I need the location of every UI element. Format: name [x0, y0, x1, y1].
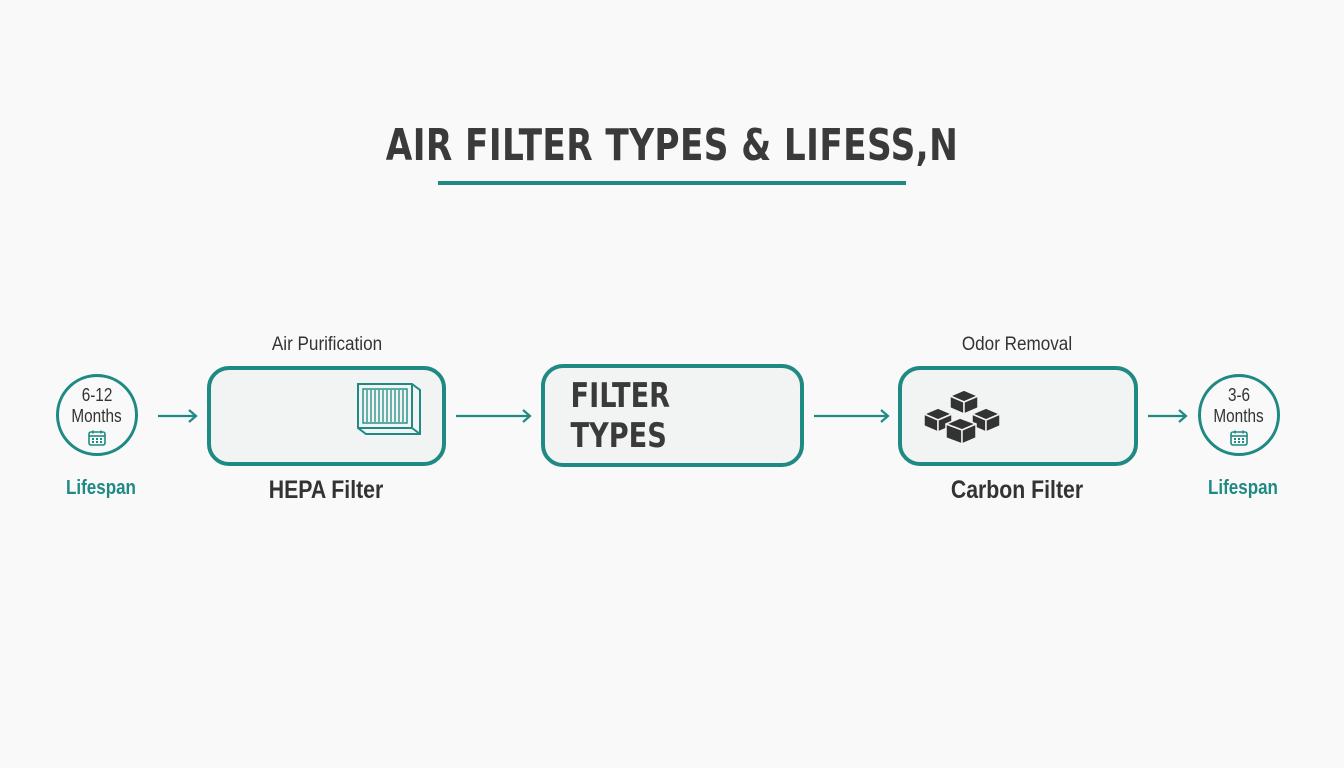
- page-title: AIR FILTER TYPES & LIFESS,N: [385, 120, 959, 171]
- lifespan-circle-left: 6-12 Months: [56, 374, 138, 456]
- flow-arrow-1: [158, 409, 198, 423]
- title-underline: [438, 181, 906, 185]
- carbon-filter-box: [898, 366, 1138, 466]
- lifespan-value-right: 3-6: [1227, 384, 1251, 405]
- lifespan-label-left: Lifespan: [66, 477, 136, 499]
- filter-types-box: FILTER TYPES: [541, 364, 804, 467]
- carbon-blocks-icon: [923, 389, 1001, 445]
- calendar-icon: [88, 430, 106, 446]
- hepa-filter-label: HEPA Filter: [268, 476, 384, 504]
- hepa-caption: Air Purification: [271, 334, 383, 355]
- lifespan-unit-right: Months: [1213, 405, 1265, 426]
- lifespan-value-left: 6-12: [81, 384, 113, 405]
- hepa-filter-box: [207, 366, 446, 466]
- carbon-filter-label: Carbon Filter: [950, 476, 1084, 504]
- flow-arrow-4: [1148, 409, 1188, 423]
- flow-arrow-3: [814, 409, 890, 423]
- lifespan-label-right: Lifespan: [1208, 477, 1278, 499]
- lifespan-unit-left: Months: [71, 405, 123, 426]
- flow-arrow-2: [456, 409, 532, 423]
- filter-types-label: FILTER TYPES: [570, 375, 671, 456]
- hepa-filter-icon: [357, 383, 421, 435]
- carbon-caption: Odor Removal: [961, 334, 1073, 355]
- lifespan-circle-right: 3-6 Months: [1198, 374, 1280, 456]
- calendar-icon: [1230, 430, 1248, 446]
